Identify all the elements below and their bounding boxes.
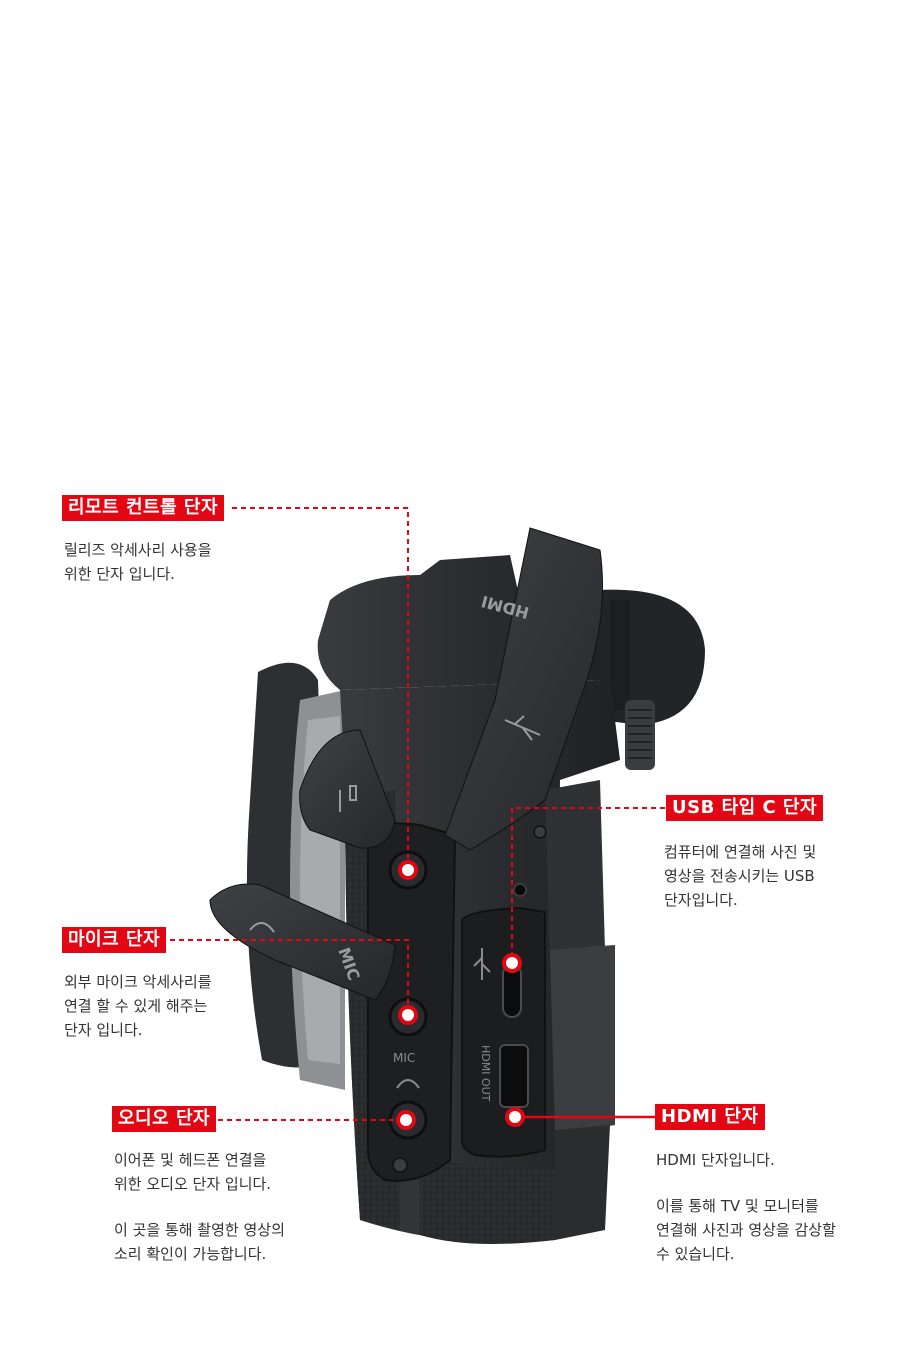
side-panel [550,945,615,1135]
desc-line: 릴리즈 악세사리 사용을 [64,541,212,559]
desc-line: 단자입니다. [664,891,738,909]
desc-line: 이어폰 및 헤드폰 연결을 [114,1151,267,1169]
desc-line: 이 곳을 통해 촬영한 영상의 [114,1221,285,1239]
remote-port-description: 릴리즈 악세사리 사용을 위한 단자 입니다. [64,538,212,586]
desc-line: 연결 할 수 있게 해주는 [64,997,208,1015]
headphone-icon [396,1079,420,1089]
hdmi-port-description: HDMI 단자입니다. 이를 통해 TV 및 모니터를 연결해 사진과 영상을 … [656,1148,836,1266]
desc-line: 위한 단자 입니다. [64,565,175,583]
mic-audio-cover [209,883,396,1001]
desc-line: 연결해 사진과 영상을 감상할 [656,1221,836,1239]
hdmi-port-title: HDMI 단자 [655,1104,765,1130]
hdmi-port [499,1044,529,1108]
small-port [513,883,527,897]
hdmi-port-label: HDMI OUT [479,1045,492,1102]
leader-mic [170,939,409,1015]
remote-icon [339,785,357,812]
desc-line: 이를 통해 TV 및 모니터를 [656,1197,819,1215]
desc-line: 소리 확인이 가능합니다. [114,1245,267,1263]
remote-port-title: 리모트 컨트롤 단자 [62,495,225,521]
desc-line: HDMI 단자입니다. [656,1151,775,1169]
usb-cover-icon [504,715,541,741]
desc-line: 수 있습니다. [656,1245,735,1263]
leader-lines [170,507,665,1121]
screw [392,1157,408,1173]
usb-port-description: 컴퓨터에 연결해 사진 및 영상을 전송시키는 USB 단자입니다. [664,840,816,912]
remote-port-cover [299,729,396,849]
mic-port-title: 마이크 단자 [62,927,167,953]
desc-line: 컴퓨터에 연결해 사진 및 [664,843,817,861]
desc-line: 영상을 전송시키는 USB [664,867,815,885]
leader-usb [511,807,665,962]
mic-port-label: MIC [393,1051,415,1065]
desc-line: 위한 오디오 단자 입니다. [114,1175,272,1193]
screw [533,825,547,839]
headphone-cover-icon [249,922,275,933]
desc-line: 단자 입니다. [64,1021,143,1039]
desc-line: 외부 마이크 악세사리를 [64,973,212,991]
marker-dots [396,860,525,1130]
audio-port-description: 이어폰 및 헤드폰 연결을 위한 오디오 단자 입니다. 이 곳을 통해 촬영한… [114,1148,285,1266]
usb-port-title: USB 타입 C 단자 [666,795,824,821]
usb-hdmi-cover [444,527,603,851]
usb-icon [473,948,491,980]
audio-port-title: 오디오 단자 [112,1106,217,1132]
port-well-right [461,906,546,1158]
mic-port-description: 외부 마이크 악세사리를 연결 할 수 있게 해주는 단자 입니다. [64,970,212,1042]
leader-remote [232,507,409,870]
